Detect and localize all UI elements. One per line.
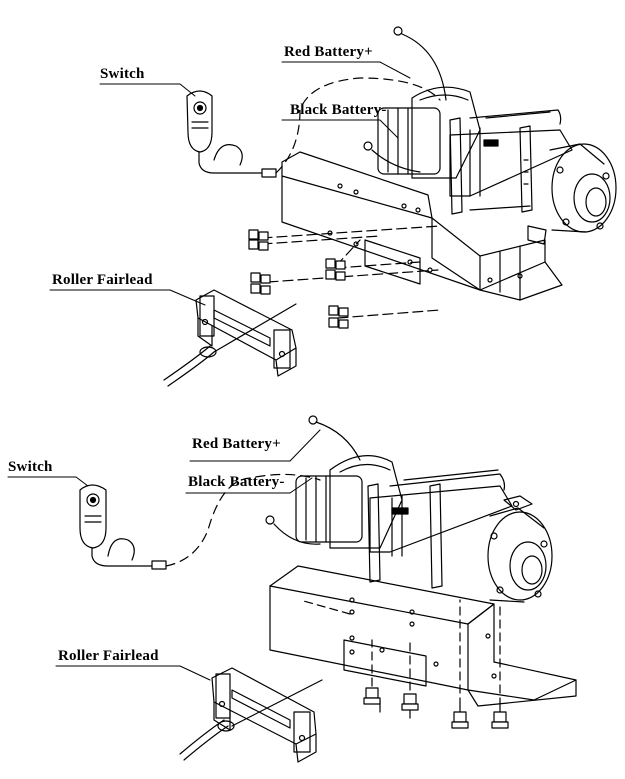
top-winch-body (378, 87, 616, 244)
bottom-assembly (8, 416, 576, 762)
bottom-roller-fairlead-icon (180, 668, 322, 762)
bottom-black-battery-label: Black Battery- (188, 474, 285, 490)
top-switch-icon (187, 91, 276, 177)
top-roller-fairlead-label: Roller Fairlead (52, 272, 153, 288)
top-mounting-bracket (282, 152, 562, 300)
bottom-red-battery-label: Red Battery+ (192, 436, 281, 452)
bottom-mounting-bracket (270, 566, 576, 718)
top-bolts (249, 226, 440, 328)
bottom-leader-lines (8, 430, 320, 680)
bottom-control-cable (166, 474, 320, 566)
top-battery-cables (364, 27, 446, 172)
top-roller-fairlead-icon (164, 290, 296, 386)
top-switch-label: Switch (100, 66, 145, 82)
bottom-winch-body (296, 456, 552, 602)
bottom-battery-cables (266, 416, 360, 544)
bottom-bolts (300, 600, 508, 728)
top-control-cable (276, 78, 440, 173)
bottom-switch-label: Switch (8, 459, 53, 475)
top-red-battery-label: Red Battery+ (284, 44, 373, 60)
bottom-switch-icon (80, 485, 166, 569)
top-assembly (50, 27, 616, 386)
top-black-battery-label: Black Battery- (290, 102, 387, 118)
top-leader-lines (50, 62, 410, 305)
bottom-roller-fairlead-label: Roller Fairlead (58, 648, 159, 664)
